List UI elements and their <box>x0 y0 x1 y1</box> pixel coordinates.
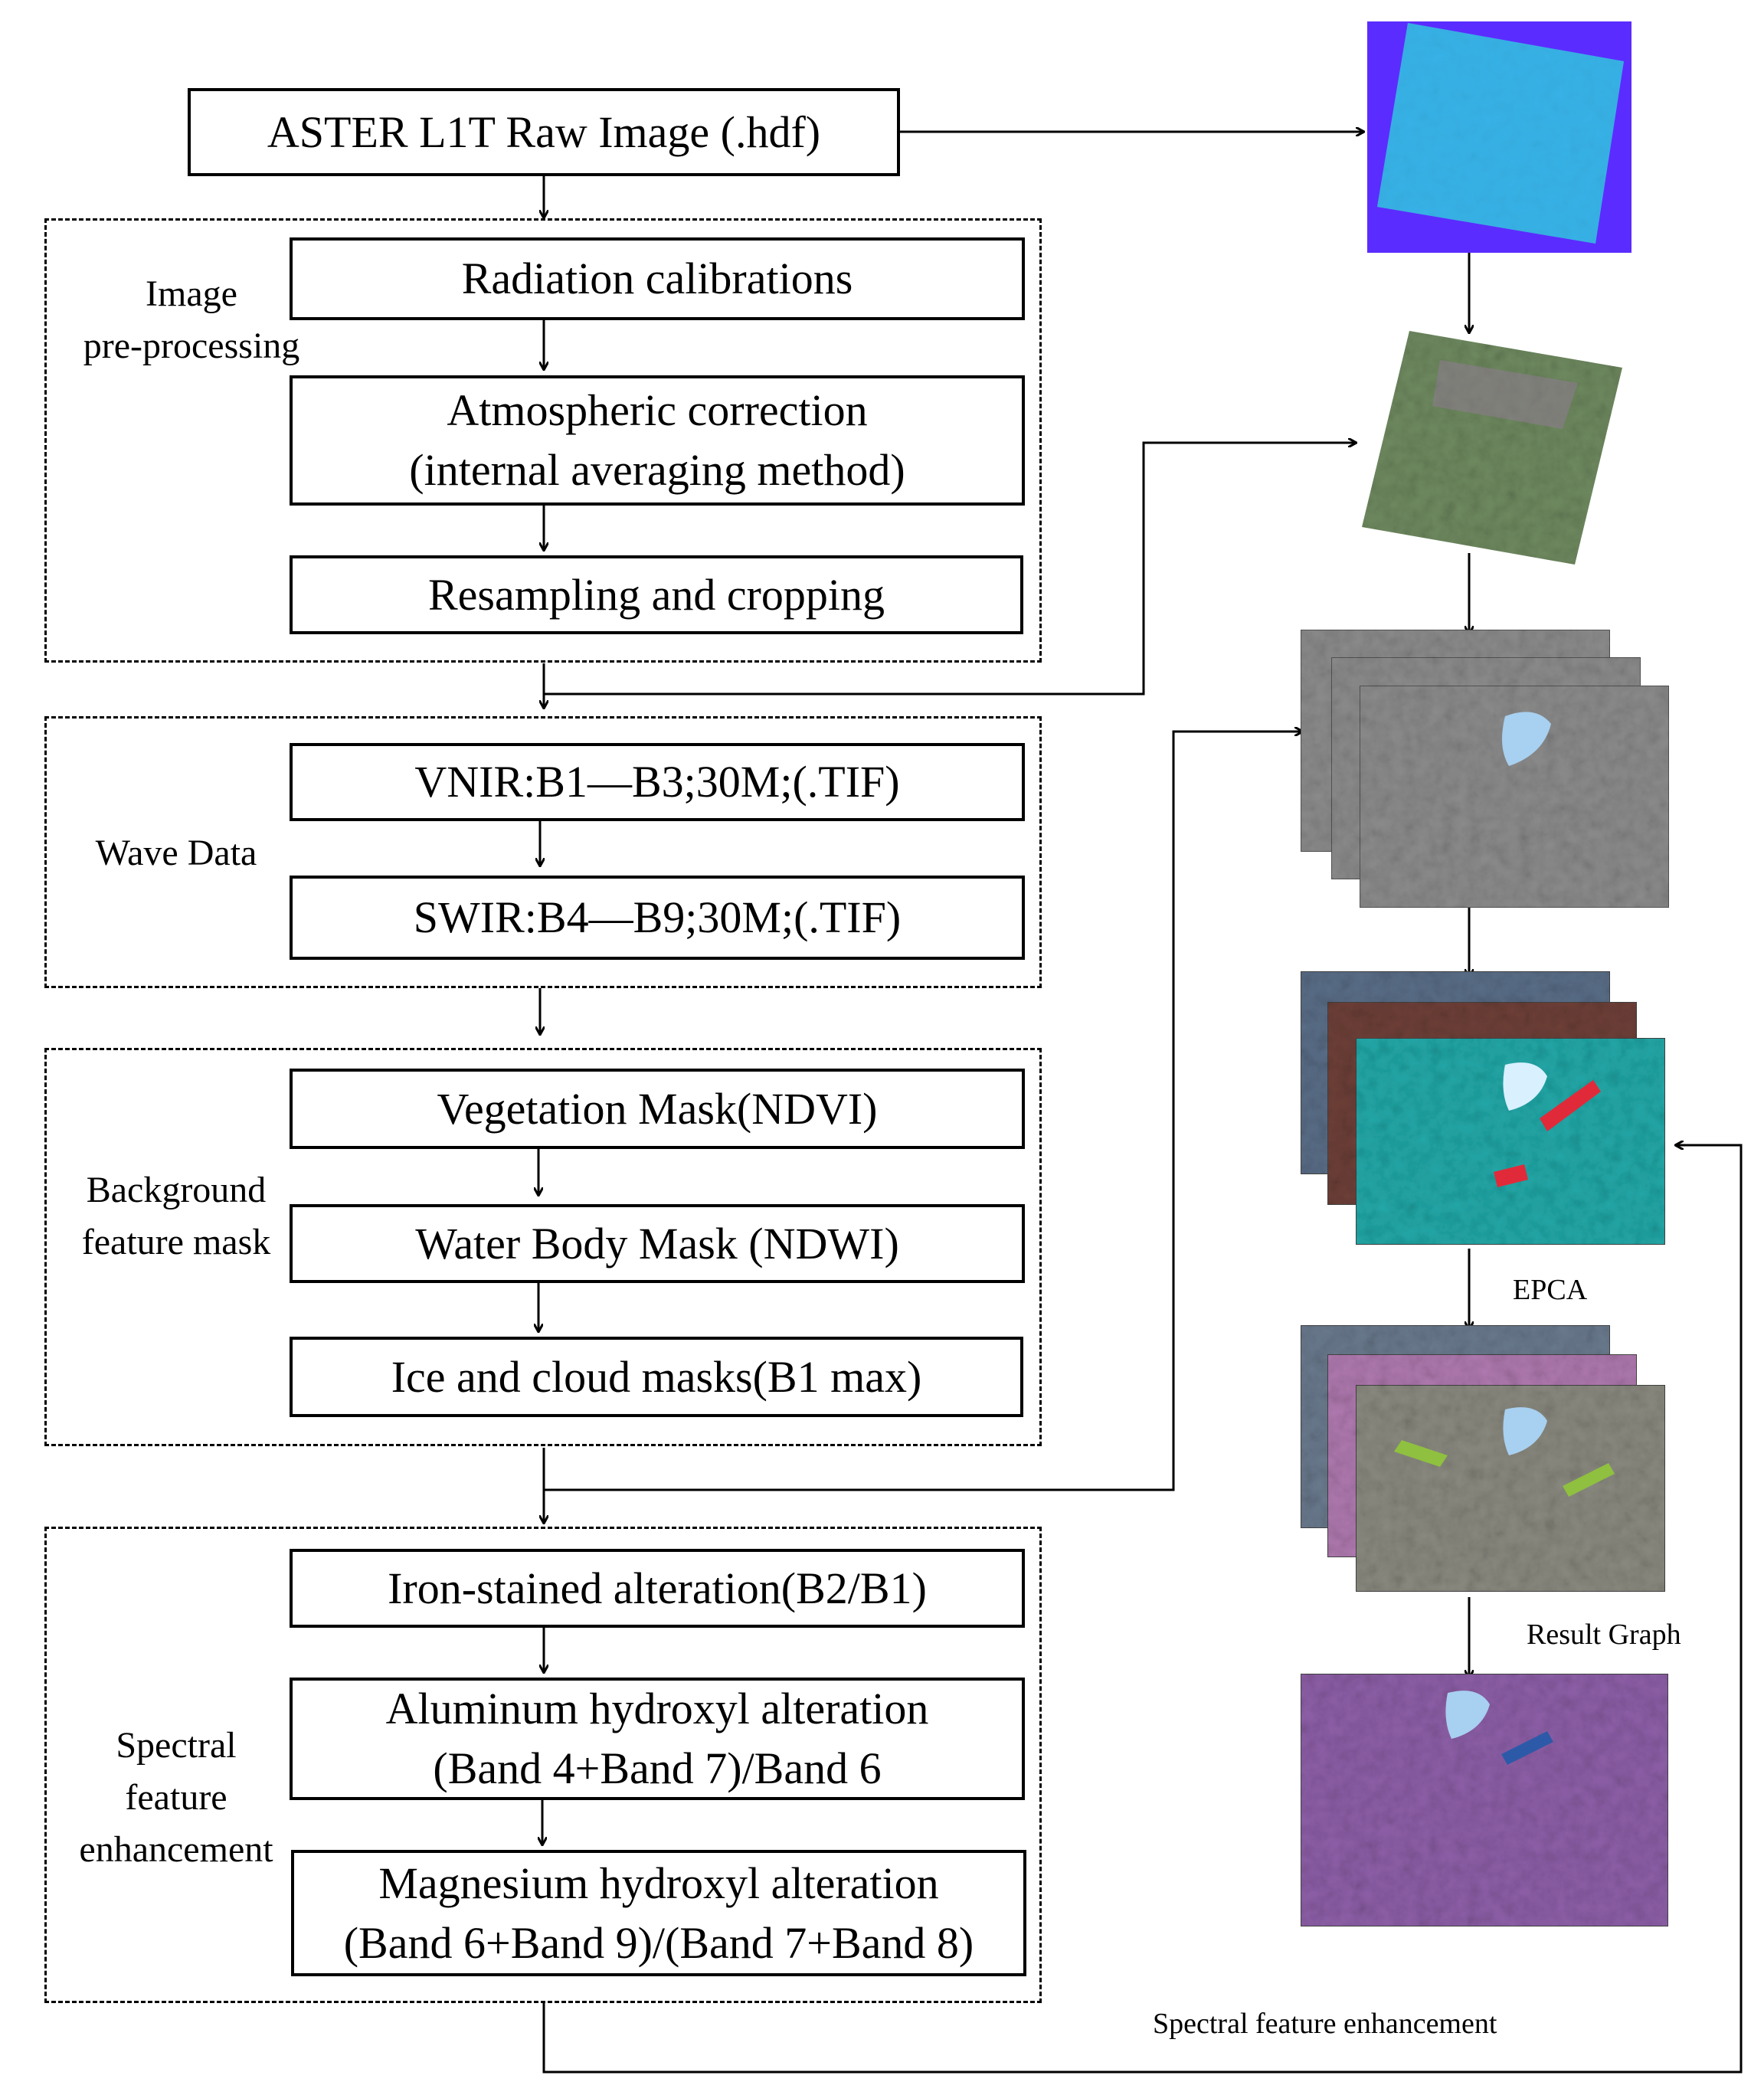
step-vnir: VNIR:B1—B3;30M;(.TIF) <box>290 743 1025 821</box>
epca-stack <box>1300 1324 1666 1593</box>
group-label-background: Background feature mask <box>81 1170 271 1262</box>
group-label-preprocessing: Image pre-processing <box>83 273 300 366</box>
main-flow-arrows <box>538 176 544 1845</box>
group-spectral-feature-enhancement <box>44 1527 1042 2003</box>
result-image <box>1300 1673 1669 1927</box>
step-iron-stained: Iron-stained alteration(B2/B1) <box>290 1549 1025 1628</box>
corrected-image <box>1362 331 1622 565</box>
arrow-background-to-band-stack <box>544 732 1302 1491</box>
arrow-spectral-to-pca-stack <box>542 1145 1743 2074</box>
step-resampling-cropping: Resampling and cropping <box>290 555 1023 634</box>
group-label-spectral: Spectral feature enhancement <box>79 1725 273 1870</box>
caption-epca: EPCA <box>1513 1274 1588 1306</box>
branch-arrows <box>542 132 1743 2074</box>
raw-image <box>1367 21 1631 253</box>
pca-stack <box>1300 971 1666 1246</box>
group-image-preprocessing <box>44 218 1042 663</box>
group-label-wave-data: Wave Data <box>95 833 257 873</box>
group-background-feature-mask <box>44 1048 1042 1446</box>
step-aluminum-hydroxyl: Aluminum hydroxyl alteration (Band 4+Ban… <box>290 1678 1025 1800</box>
band-stack <box>1300 629 1670 908</box>
step-vegetation-mask: Vegetation Mask(NDVI) <box>290 1069 1025 1149</box>
step-ice-cloud-masks: Ice and cloud masks(B1 max) <box>290 1337 1023 1417</box>
step-water-body-mask: Water Body Mask (NDWI) <box>290 1204 1025 1283</box>
corrected-image-scene <box>1362 331 1622 565</box>
step-atmospheric-correction: Atmospheric correction (internal averagi… <box>290 375 1025 506</box>
arrow-preprocess-to-corrected-image <box>544 443 1356 696</box>
step-magnesium-hydroxyl: Magnesium hydroxyl alteration (Band 6+Ba… <box>291 1850 1026 1976</box>
step-radiation-calibrations: Radiation calibrations <box>290 237 1025 320</box>
caption-result-graph: Result Graph <box>1527 1619 1681 1651</box>
group-wave-data <box>44 716 1042 988</box>
caption-spectral-feature-enhancement: Spectral feature enhancement <box>1153 2008 1497 2040</box>
step-raw-image: ASTER L1T Raw Image (.hdf) <box>188 88 900 176</box>
step-swir: SWIR:B4—B9;30M;(.TIF) <box>290 876 1025 960</box>
